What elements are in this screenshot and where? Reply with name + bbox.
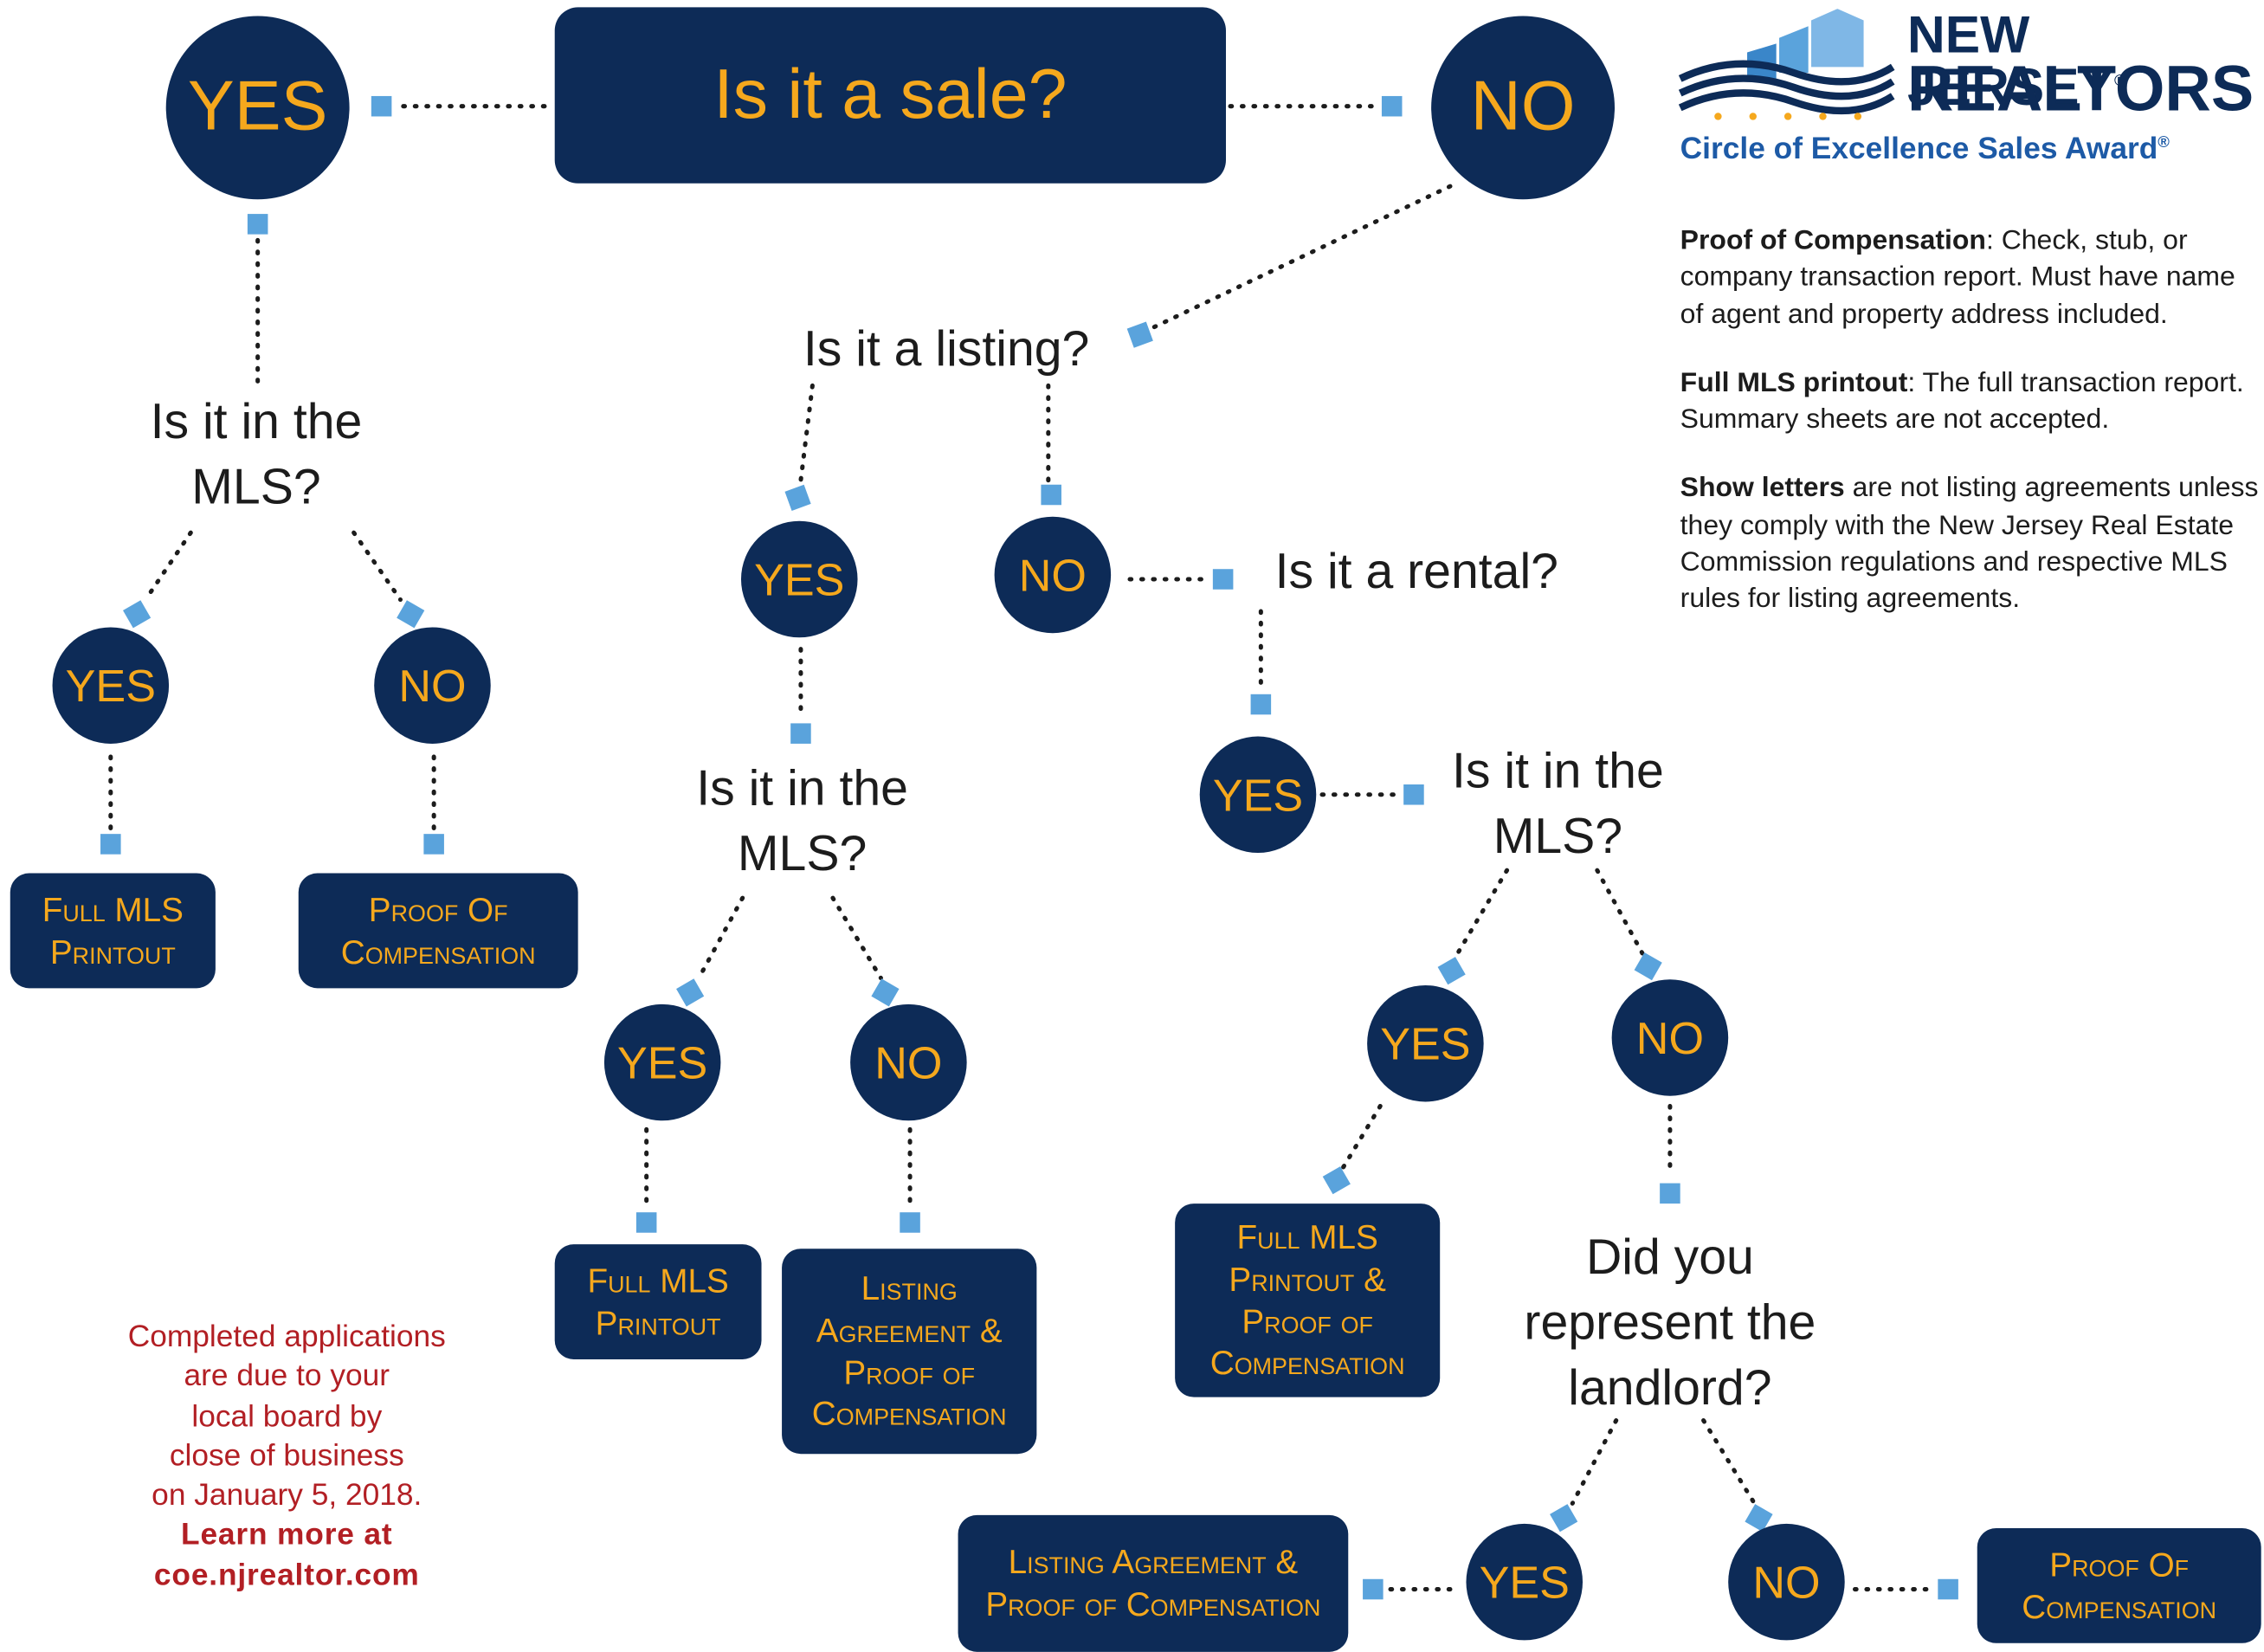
sale-full-mls-box: Full MLS Printout	[10, 873, 216, 989]
skyline-logo-icon	[1678, 9, 1895, 120]
connector-node	[122, 600, 152, 629]
connector-node	[1660, 1183, 1680, 1204]
root-yes-circle: Yes	[165, 16, 350, 200]
listing-no-circle: No	[994, 516, 1112, 634]
connector-node	[1250, 694, 1272, 715]
listing-mls-question: Is it in the MLS?	[696, 761, 908, 882]
note-show-letters: Show letters are not listing agreements …	[1680, 473, 2259, 615]
connector-node	[397, 600, 425, 629]
connector-node	[1381, 95, 1403, 117]
connector-node	[1634, 952, 1662, 981]
dotted-connector	[1454, 868, 1510, 958]
connector-node	[1212, 569, 1234, 590]
rental-mls-yes-circle: Yes	[1367, 984, 1484, 1102]
landlord-question: Did you represent the landlord?	[1524, 1229, 1816, 1417]
nj-realtors-logo: NEW JERSEY® REALTORS Circle of Excellenc…	[1677, 4, 2260, 176]
connector-node	[1437, 957, 1466, 985]
note-proof-of-compensation: Proof of Compensation: Check, stub, or c…	[1680, 225, 2235, 330]
connector-node	[871, 978, 900, 1007]
landlord-no-circle: No	[1728, 1523, 1845, 1641]
landlord-proof-box: Proof Of Compensation	[1977, 1527, 2261, 1643]
dotted-connector	[830, 895, 883, 981]
listing-full-mls-box: Full MLS Printout	[554, 1244, 762, 1359]
listing-mls-no-circle: No	[850, 1003, 967, 1121]
dotted-connector	[143, 530, 193, 603]
rental-question: Is it a rental?	[1274, 544, 1558, 600]
connector-node	[371, 95, 392, 117]
sale-mls-no-circle: No	[374, 627, 491, 744]
logo-line-2: REALTORS	[1907, 54, 2254, 126]
learn-more-label: Learn more at	[181, 1518, 393, 1552]
root-question-box: Is it a sale?	[554, 7, 1226, 184]
connector-node	[635, 1212, 657, 1233]
connector-node	[1126, 321, 1153, 348]
connector-node	[1363, 1578, 1384, 1600]
rental-full-mls-proof-box: Full MLS Printout & Proof of Compensatio…	[1175, 1204, 1441, 1397]
listing-question: Is it a listing?	[803, 321, 1090, 378]
connector-node	[247, 214, 268, 235]
logo-line-1: NEW JERSEY®	[1907, 4, 2126, 117]
note-full-mls: Full MLS printout: The full transaction …	[1680, 367, 2244, 436]
connector-node	[1322, 1166, 1351, 1195]
dotted-connector	[1570, 1418, 1619, 1506]
listing-mls-yes-circle: Yes	[603, 1003, 721, 1121]
connector-node	[1041, 484, 1061, 506]
dotted-connector	[1340, 1103, 1383, 1171]
learn-more-link[interactable]: coe.njrealtor.com	[153, 1558, 420, 1592]
dotted-connector	[352, 530, 403, 603]
rental-mls-question: Is it in the MLS?	[1452, 743, 1664, 865]
connector-node	[1938, 1578, 1958, 1600]
dotted-connector	[696, 895, 745, 981]
connector-node	[790, 723, 811, 744]
sale-mls-question: Is it in the MLS?	[150, 394, 363, 516]
connector-node	[784, 484, 811, 511]
connector-node	[1550, 1504, 1578, 1533]
notes-panel: Proof of Compensation: Check, stub, or c…	[1680, 223, 2263, 649]
rental-yes-circle: Yes	[1199, 736, 1317, 854]
sale-mls-yes-circle: Yes	[52, 627, 170, 744]
connector-node	[676, 978, 705, 1007]
sale-proof-box: Proof Of Compensation	[298, 873, 578, 989]
connector-node	[423, 834, 444, 855]
connector-node	[100, 834, 121, 855]
connector-node	[900, 1212, 920, 1233]
dotted-connector	[1595, 868, 1645, 956]
landlord-yes-circle: Yes	[1466, 1523, 1584, 1641]
connector-node	[1745, 1504, 1773, 1533]
deadline-notice: Completed applications are due to your l…	[90, 1317, 483, 1595]
dotted-connector	[798, 383, 815, 483]
dotted-connector	[1148, 184, 1453, 332]
listing-yes-circle: Yes	[740, 520, 858, 638]
landlord-agreement-box: Listing Agreement & Proof of Compensatio…	[958, 1514, 1349, 1652]
award-name: Circle of Excellence Sales Award®	[1680, 132, 2170, 166]
dotted-connector	[1701, 1418, 1757, 1506]
listing-agreement-box: Listing Agreement & Proof of Compensatio…	[782, 1249, 1037, 1455]
root-no-circle: No	[1431, 16, 1616, 200]
connector-node	[1403, 784, 1424, 805]
rental-mls-no-circle: No	[1611, 979, 1729, 1096]
